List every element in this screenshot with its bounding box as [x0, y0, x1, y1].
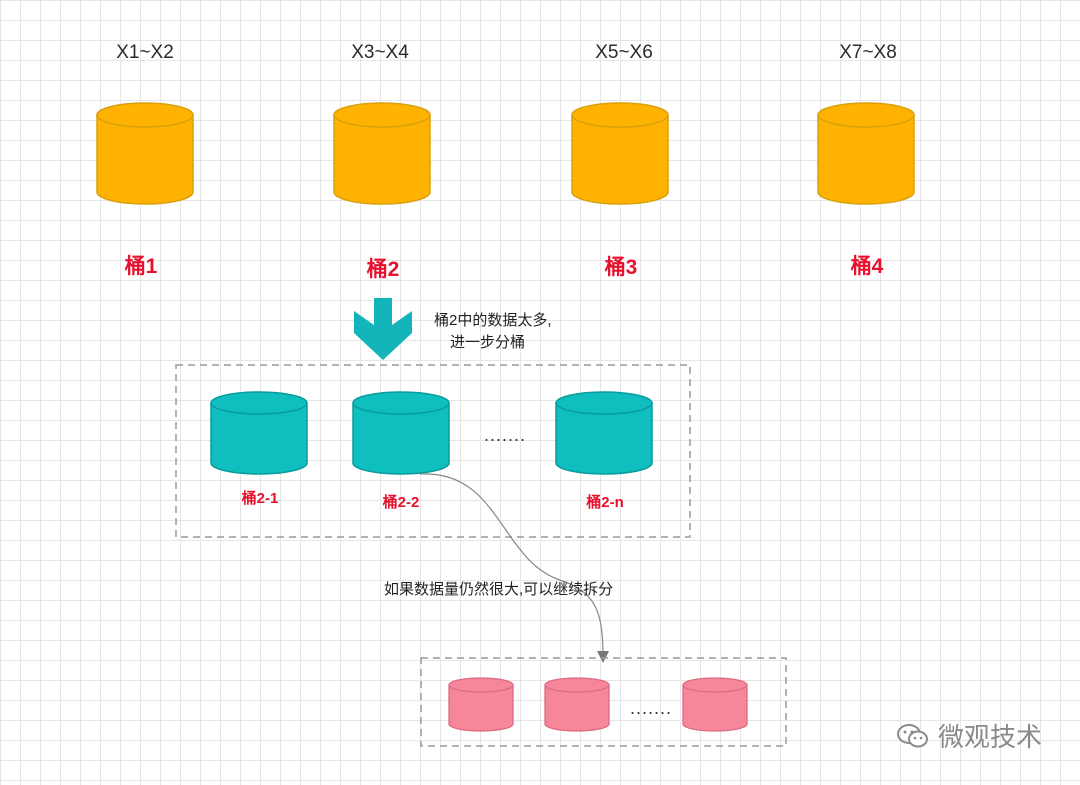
- leaf-bucket-1-cylinder: [448, 677, 514, 732]
- bucket-1-label: 桶1: [124, 255, 158, 278]
- bucket-2-range: X3~X4: [351, 42, 409, 63]
- bucket-2-label: 桶2: [366, 258, 400, 281]
- sub-bucket-ellipsis: .......: [484, 425, 527, 445]
- split-note-line2: 进一步分桶: [450, 334, 526, 351]
- further-split-connector: [419, 473, 609, 663]
- bucket-3-cylinder: [571, 102, 669, 205]
- sub-bucket-n-label: 桶2-n: [586, 494, 624, 511]
- bucket-4-range: X7~X8: [839, 42, 897, 63]
- sub-bucket-n-cylinder: [555, 391, 653, 475]
- bucket-1-range: X1~X2: [116, 42, 174, 63]
- split-note-line1: 桶2中的数据太多,: [434, 312, 552, 329]
- leaf-bucket-container: [420, 657, 787, 747]
- bucket-3-range: X5~X6: [595, 42, 653, 63]
- watermark: 微观技术: [896, 717, 1042, 754]
- sub-bucket-2-label: 桶2-2: [382, 494, 420, 511]
- further-split-note: 如果数据量仍然很大,可以继续拆分: [384, 581, 614, 598]
- leaf-bucket-n-cylinder: [682, 677, 748, 732]
- bucket-2-cylinder: [333, 102, 431, 205]
- sub-bucket-1-label: 桶2-1: [241, 490, 279, 507]
- sub-bucket-container: [175, 364, 691, 538]
- watermark-text: 微观技术: [938, 723, 1043, 753]
- bucket-4-label: 桶4: [850, 255, 884, 278]
- sub-bucket-2-cylinder: [352, 391, 450, 475]
- leaf-bucket-2-cylinder: [544, 677, 610, 732]
- wechat-icon: [897, 723, 928, 747]
- bucket-1-cylinder: [96, 102, 194, 205]
- bucket-3-label: 桶3: [604, 256, 638, 279]
- leaf-bucket-ellipsis: .......: [630, 698, 673, 718]
- bucket-4-cylinder: [817, 102, 915, 205]
- sub-bucket-1-cylinder: [210, 391, 308, 475]
- split-down-arrow: [354, 298, 412, 360]
